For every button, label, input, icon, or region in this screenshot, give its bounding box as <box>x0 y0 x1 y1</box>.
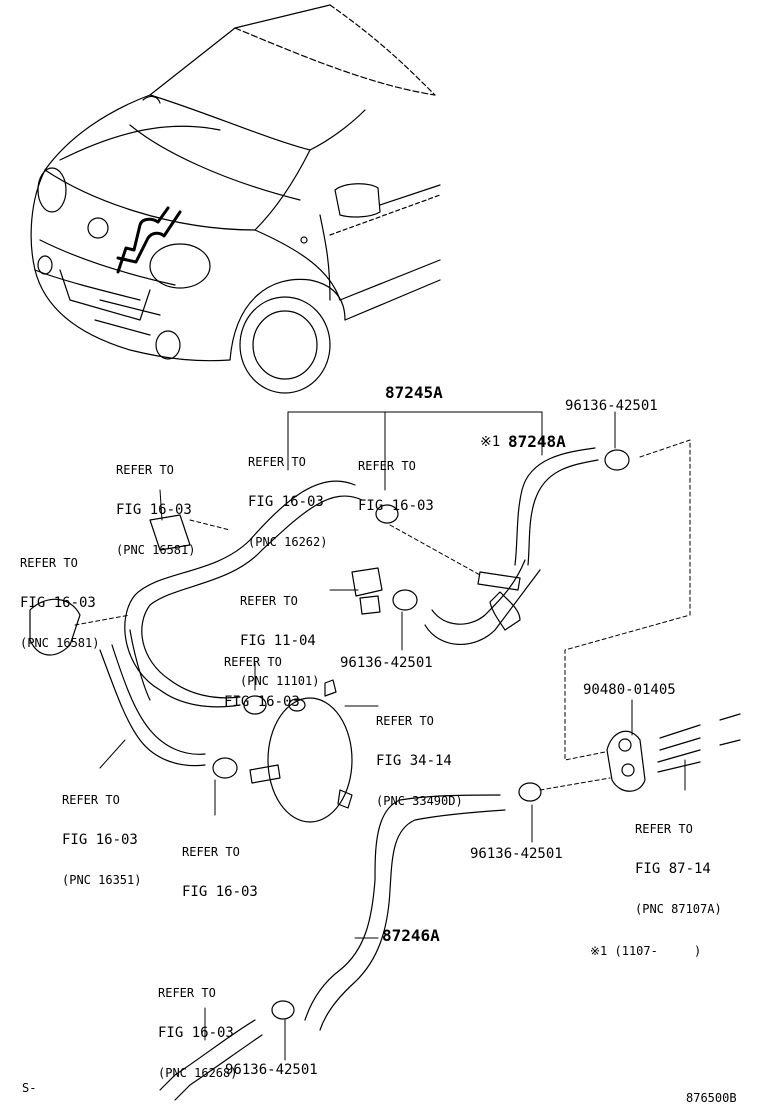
refer-figure[interactable]: FIG 16-03 <box>62 832 138 848</box>
refer-to-label: REFER TO FIG 16-03 <box>358 434 434 527</box>
refer-figure[interactable]: FIG 87-14 <box>635 861 711 877</box>
refer-line: REFER TO <box>635 822 693 836</box>
refer-figure[interactable]: FIG 16-03 <box>224 694 300 710</box>
refer-to-label: REFER TO FIG 16-03 <box>224 630 300 723</box>
part-number-clamp-top-right[interactable]: 96136-42501 <box>565 398 658 414</box>
diagram-id: 876500B <box>686 1091 737 1105</box>
refer-line: REFER TO <box>158 986 216 1000</box>
part-number-clamp-bottom[interactable]: 96136-42501 <box>225 1062 318 1078</box>
part-number-clamp-middle[interactable]: 96136-42501 <box>340 655 433 671</box>
refer-line: REFER TO <box>358 459 416 473</box>
part-number-87246a[interactable]: 87246A <box>382 926 440 945</box>
refer-to-label: REFER TO FIG 16-03 (PNC 16262) <box>248 430 327 562</box>
refer-figure[interactable]: FIG 16-03 <box>182 884 258 900</box>
part-number-grommet[interactable]: 90480-01405 <box>583 682 676 698</box>
refer-to-label: REFER TO FIG 11-04 (PNC 11101) <box>240 569 319 701</box>
refer-line: REFER TO <box>224 655 282 669</box>
refer-line: REFER TO <box>376 714 434 728</box>
refer-figure[interactable]: FIG 16-03 <box>158 1025 234 1041</box>
refer-pnc: (PNC 87107A) <box>635 902 722 916</box>
refer-line: REFER TO <box>62 793 120 807</box>
refer-to-label: REFER TO FIG 16-03 (PNC 16581) <box>116 438 195 570</box>
refer-line: REFER TO <box>248 455 306 469</box>
part-number-87245a[interactable]: 87245A <box>385 383 443 402</box>
refer-line: REFER TO <box>240 594 298 608</box>
vehicle-illustration <box>30 4 441 394</box>
refer-line: REFER TO <box>182 845 240 859</box>
refer-pnc: (PNC 16581) <box>116 543 196 557</box>
refer-figure[interactable]: FIG 34-14 <box>376 753 452 769</box>
part-number-87248a[interactable]: 87248A <box>508 432 566 451</box>
refer-pnc: (PNC 16268) <box>158 1066 238 1080</box>
clamps <box>29 449 630 1020</box>
refer-line: REFER TO <box>116 463 174 477</box>
refer-pnc: (PNC 11101) <box>240 674 320 688</box>
footnote-text: ※1 (1107- ) <box>590 944 702 958</box>
refer-to-label: REFER TO FIG 16-03 (PNC 16351) <box>62 768 141 900</box>
refer-to-label: REFER TO FIG 16-03 (PNC 16268) <box>158 961 237 1093</box>
refer-to-label: REFER TO FIG 34-14 (PNC 33490D) <box>376 689 463 821</box>
refer-figure[interactable]: FIG 16-03 <box>248 494 324 510</box>
refer-pnc: (PNC 16351) <box>62 873 142 887</box>
hose-assembly <box>99 447 741 1101</box>
corner-mark: S- <box>22 1081 37 1095</box>
refer-to-label: REFER TO FIG 16-03 <box>182 820 258 913</box>
refer-to-label: REFER TO FIG 16-03 (PNC 16581) <box>20 531 99 663</box>
footnote-marker: ※1 <box>480 434 501 450</box>
refer-figure[interactable]: FIG 16-03 <box>358 498 434 514</box>
part-number-clamp-right[interactable]: 96136-42501 <box>470 846 563 862</box>
refer-figure[interactable]: FIG 16-03 <box>116 502 192 518</box>
leader-lines <box>74 411 691 1061</box>
refer-figure[interactable]: FIG 11-04 <box>240 633 316 649</box>
refer-line: REFER TO <box>20 556 78 570</box>
refer-figure[interactable]: FIG 16-03 <box>20 595 96 611</box>
refer-pnc: (PNC 33490D) <box>376 794 463 808</box>
refer-pnc: (PNC 16262) <box>248 535 328 549</box>
refer-pnc: (PNC 16581) <box>20 636 100 650</box>
refer-to-label: REFER TO FIG 87-14 (PNC 87107A) <box>635 797 722 929</box>
